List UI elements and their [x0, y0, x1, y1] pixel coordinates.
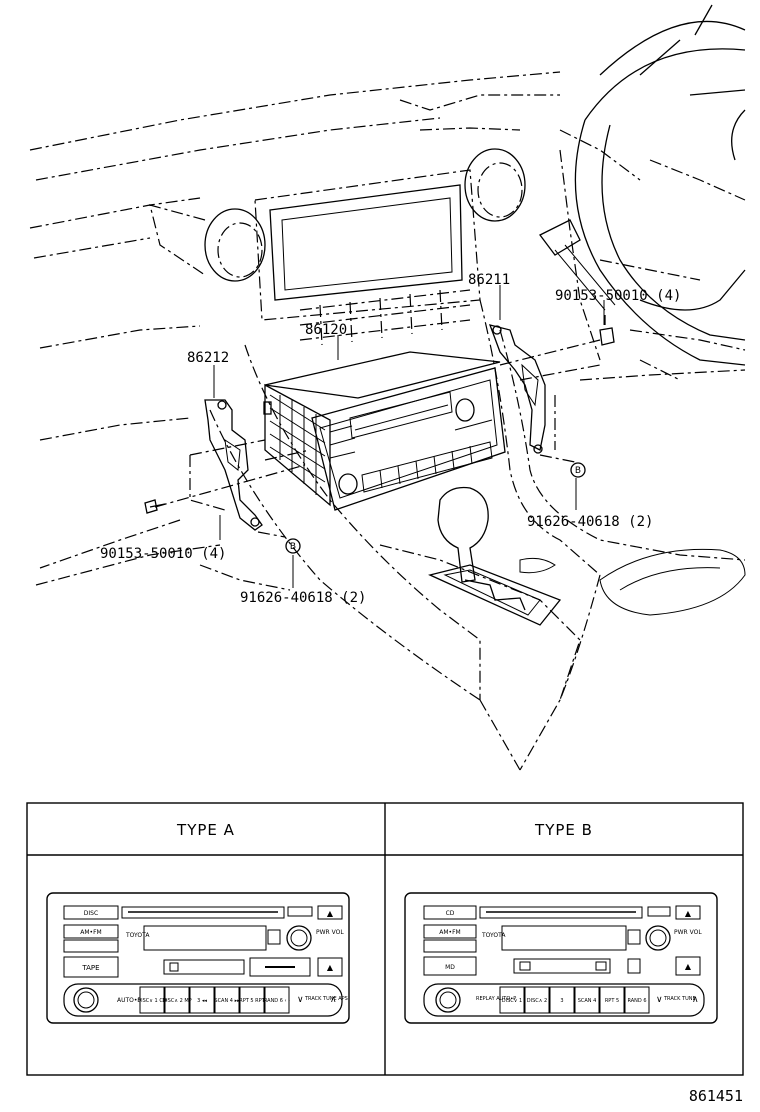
- figure-id: 861451: [689, 1087, 743, 1105]
- ref-b-left: B: [285, 538, 301, 554]
- type-a-header: TYPE A: [176, 821, 235, 839]
- svg-text:▲: ▲: [327, 963, 334, 972]
- auto-p-label-a: AUTO•P: [117, 997, 141, 1004]
- brand-label-a: TOYOTA: [125, 932, 150, 939]
- svg-text:∧: ∧: [692, 995, 699, 1005]
- am-fm-button-label: AM•FM: [80, 929, 101, 936]
- preset-buttons-b: DISC∨ 1 DISC∧ 2 3 SCAN 4 RPT 5 RAND 6: [499, 986, 650, 1014]
- svg-text:SCAN 4 ▸▸: SCAN 4 ▸▸: [214, 998, 240, 1004]
- disc-button-label: DISC: [84, 910, 98, 917]
- callout-90153-right: 90153-50010 (4): [555, 288, 681, 304]
- preset-buttons-a: DISC∨ 1 CD DISC∧ 2 MP 3 ◂◂ SCAN 4 ▸▸ RPT…: [137, 986, 290, 1014]
- svg-text:DISC∨ 1: DISC∨ 1: [502, 998, 522, 1004]
- pwr-vol-label-a: PWR VOL: [316, 929, 344, 936]
- bracket-right: [488, 324, 546, 454]
- auto-p-label-b: REPLAY AUTO•P: [476, 996, 516, 1002]
- svg-text:▲: ▲: [685, 962, 692, 971]
- md-button-label: MD: [445, 964, 455, 971]
- svg-text:∨: ∨: [656, 995, 663, 1005]
- am-fm-button-label-b: AM•FM: [439, 929, 460, 936]
- svg-text:∨: ∨: [297, 995, 304, 1005]
- callout-90153-left: 90153-50010 (4): [100, 546, 226, 562]
- svg-text:DISC∧ 2 MP: DISC∧ 2 MP: [162, 998, 191, 1004]
- svg-text:▲: ▲: [685, 909, 692, 918]
- svg-text:RPT 5: RPT 5: [605, 998, 619, 1004]
- ref-b-right: B: [570, 462, 586, 478]
- callout-86212: 86212: [187, 350, 229, 366]
- svg-text:RAND 6: RAND 6: [627, 998, 646, 1004]
- audio-head-unit: [263, 351, 506, 511]
- tape-button-label: TAPE: [81, 964, 99, 972]
- svg-text:B: B: [575, 466, 581, 476]
- svg-text:RAND 6 ‹ ›: RAND 6 ‹ ›: [264, 998, 290, 1004]
- svg-text:▲: ▲: [327, 909, 334, 918]
- pwr-vol-label-b: PWR VOL: [674, 929, 702, 936]
- type-table: TYPE A TYPE B: [26, 802, 744, 1076]
- cd-button-label: CD: [446, 910, 455, 917]
- panel-type-a: DISC ▲ AM•FM TOYOTA PWR VOL TAPE ▲ AUTO•…: [46, 892, 350, 1024]
- installation-leader-lines: [39, 339, 601, 591]
- svg-text:3: 3: [560, 998, 563, 1004]
- svg-text:SCAN 4: SCAN 4: [578, 998, 597, 1004]
- svg-text:B: B: [290, 542, 296, 552]
- panel-type-b: CD ▲ AM•FM TOYOTA PWR VOL MD ▲ REPLAY AU…: [404, 892, 718, 1024]
- callout-91626-left: 91626-40618 (2): [240, 590, 366, 606]
- callout-91626-right: 91626-40618 (2): [527, 514, 653, 530]
- leader-lines: [213, 285, 605, 588]
- track-label-b: TRACK TUNE: [663, 996, 696, 1002]
- svg-text:DISC∧ 2: DISC∧ 2: [527, 998, 547, 1004]
- screw-right-icon: [599, 315, 615, 346]
- svg-text:∧: ∧: [330, 995, 337, 1005]
- dashboard-illustration: [29, 4, 746, 771]
- svg-text:3 ◂◂: 3 ◂◂: [197, 998, 207, 1004]
- svg-text:DISC∨ 1 CD: DISC∨ 1 CD: [137, 998, 167, 1004]
- callout-86120: 86120: [305, 322, 347, 338]
- track-label-a: TRACK TUNE APS: [304, 996, 348, 1002]
- bracket-left: [204, 399, 263, 531]
- type-b-header: TYPE B: [534, 821, 593, 839]
- callout-86211: 86211: [468, 272, 510, 288]
- brand-label-b: TOYOTA: [481, 932, 506, 939]
- svg-text:RPT 5 RPT: RPT 5 RPT: [239, 998, 265, 1004]
